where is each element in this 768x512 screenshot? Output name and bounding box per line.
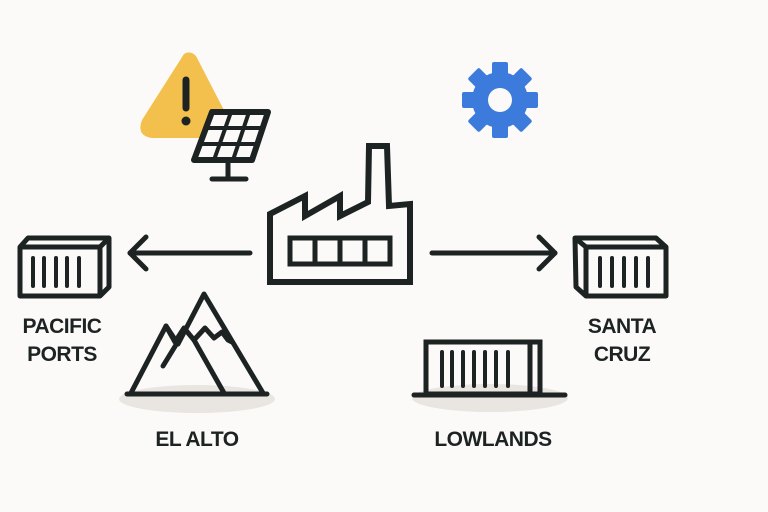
arrow-right-icon [429,234,558,272]
factory-icon [267,143,413,285]
shipping-container-icon [572,235,669,299]
el-alto-label: EL ALTO [155,428,239,451]
pacific-ports-line1: PACIFIC [22,315,102,338]
shipping-container-icon [411,339,568,412]
lowlands-label: LOWLANDS [434,428,552,451]
mountain-icon [119,291,275,413]
pacific-ports-line2: PORTS [27,343,97,366]
pacific-ports-label: PACIFIC PORTS [2,313,122,369]
solar-panel-icon [191,109,271,182]
santa-cruz-line1: SANTA [587,315,657,338]
santa-cruz-label: SANTA CRUZ [562,313,682,369]
arrow-left-icon [127,234,253,272]
warning-icon [140,52,229,138]
shipping-container-icon [17,235,112,299]
santa-cruz-line2: CRUZ [593,343,651,366]
gear-icon [462,62,538,138]
